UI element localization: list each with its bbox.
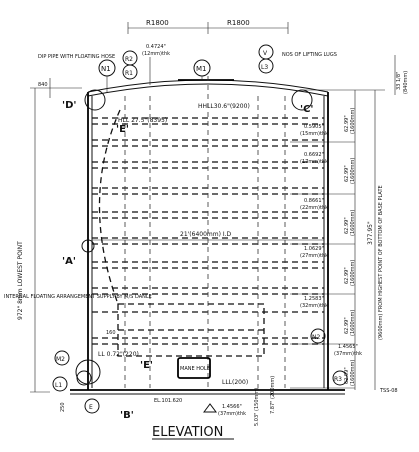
top-radius-dimension: R1800 R1800	[127, 19, 289, 34]
nozzle-r3: R3	[332, 370, 348, 386]
dip-pipe-note: DIP PIPE WITH FLOATING HOSE	[38, 54, 115, 60]
highest-point-label: (9600mm) FROM HIGHEST POINT OF BOTTOM OF…	[378, 185, 384, 340]
drawing-title: ELEVATION	[152, 425, 234, 440]
nozzle-l1: L1	[52, 376, 68, 392]
section-b: 'B'	[120, 410, 134, 421]
dim-503: 5.03" (150mm)	[254, 388, 260, 426]
course6-height-mm: (1600mm)	[350, 360, 356, 386]
hhll-label: HHLL30.6"(9200)	[198, 103, 250, 110]
vertical-axes	[124, 76, 286, 388]
title-text: ELEVATION	[152, 425, 223, 440]
section-e-bottom: 'E'	[140, 360, 153, 371]
section-e-top: 'E'	[116, 124, 129, 135]
svg-text:R2: R2	[125, 56, 133, 63]
course4-thickness-mm: (27mm)thk	[300, 253, 328, 259]
nozzle-n1: N1	[98, 59, 116, 92]
radius-right-label: R1800	[227, 19, 250, 27]
lowest-point-label: 972" 8mm LOWEST POINT	[17, 241, 24, 320]
nozzle-n2: N2	[310, 328, 326, 344]
course2-thickness-mm: (17mm)thk	[300, 159, 328, 165]
bottom-thickness: 1.4566"	[222, 404, 242, 410]
floating-roof-note: INTERNAL FLOATING ARRANGEMENT SUPPLY BY …	[4, 294, 152, 300]
nozzle-e: E	[84, 398, 100, 414]
nozzle-m2: M2	[54, 350, 70, 366]
roof-height-mm-label: (840mm)	[403, 71, 409, 94]
roof-plate-annotation: 0.4724" (12mm)thk	[142, 44, 170, 85]
course5-height-mm: (1600mm)	[350, 310, 356, 336]
svg-text:R1: R1	[125, 70, 133, 77]
liquid-levels: HHLL30.6"(9200) HLL 27.5"(8395) LL 0.72"…	[98, 103, 250, 386]
nozzle-r1: R1	[122, 64, 138, 80]
dim-160: 160	[106, 330, 116, 336]
base-label: TSS-08	[379, 388, 398, 394]
inner-diameter-label: 21'(6400mm) I.D	[180, 231, 232, 238]
course2-height-mm: (1600mm)	[350, 158, 356, 184]
ll-label: LL 0.72"(220)	[98, 351, 139, 358]
nozzles: N1 M1 R2 R1 V L3 N2 M2	[52, 44, 348, 414]
svg-text:E: E	[89, 404, 93, 411]
roof-thickness-mm: (12mm)thk	[142, 51, 170, 57]
dim-787: 7.87" (200mm)	[270, 376, 276, 414]
section-marks: 'D' 'C' 'E' 'A' 'E' 'B'	[62, 100, 313, 421]
nozzle-m1: M1	[193, 59, 211, 80]
course1-height-mm: (1600mm)	[350, 108, 356, 134]
dim-250: 250	[60, 402, 66, 412]
course6-thickness: 1.4565"	[338, 344, 358, 350]
manhole-label: MANE HOLE	[180, 366, 210, 372]
nozzle-r2: R2	[122, 50, 138, 66]
course5-thickness-mm: (32mm)thk	[300, 303, 328, 309]
course3-thickness: 0.8661"	[304, 198, 324, 204]
section-d: 'D'	[62, 100, 76, 111]
course3-height: 62.99"	[344, 217, 350, 234]
course1-thickness: 0.5905"	[304, 124, 324, 130]
course5-thickness: 1.2583"	[304, 296, 324, 302]
svg-text:L3: L3	[261, 64, 268, 71]
el-mark: EL.101.620	[154, 398, 182, 404]
roof-height-label: 33 1/8"	[396, 72, 402, 90]
course2-height: 62.99"	[344, 165, 350, 182]
svg-text:N1: N1	[101, 65, 111, 73]
roof-openings	[75, 89, 313, 386]
course1-height: 62.99"	[344, 115, 350, 132]
left-top-dim-label: 840	[38, 82, 48, 88]
notes: DIP PIPE WITH FLOATING HOSE NOS OF LIFTI…	[4, 52, 398, 426]
svg-text:M2: M2	[56, 356, 65, 363]
course3-height-mm: (1600mm)	[350, 210, 356, 236]
svg-text:R3: R3	[334, 376, 342, 383]
course4-height-mm: (1600mm)	[350, 260, 356, 286]
radius-left-label: R1800	[146, 19, 169, 27]
inner-diameter-dimension: 21'(6400mm) I.D	[92, 231, 324, 241]
hll-label: HLL 27.5"(8395)	[118, 117, 167, 124]
course3-thickness-mm: (22mm)thk	[300, 205, 328, 211]
section-c: 'C'	[300, 104, 313, 115]
course-annotations: 0.5905" (15mm)thk 62.99" (1600mm) 0.6692…	[300, 108, 362, 386]
svg-text:L1: L1	[55, 382, 62, 389]
highest-point-in-label: 377.95"	[367, 221, 374, 245]
svg-text:N2: N2	[312, 334, 320, 341]
internal-floating-roof	[98, 109, 265, 357]
nozzle-v: V	[258, 44, 274, 60]
left-height-dimension: 972" 8mm LOWEST POINT 840	[17, 78, 82, 393]
manhole: MANE HOLE	[177, 357, 211, 379]
roof-thickness: 0.4724"	[146, 44, 166, 50]
lll-label: LLL(200)	[222, 379, 248, 386]
right-height-dimension: 33 1/8" (840mm) 377.95" (9600mm) FROM HI…	[300, 55, 409, 390]
lifting-lugs-note: NOS OF LIFTING LUGS	[282, 52, 337, 58]
course4-thickness: 1.0629"	[304, 246, 324, 252]
bottom-thickness-mm: (37mm)thk	[218, 411, 246, 417]
nozzle-l3: L3	[258, 58, 274, 74]
section-a: 'A'	[62, 256, 76, 267]
svg-text:M1: M1	[196, 65, 207, 73]
course5-height: 62.99"	[344, 317, 350, 334]
course2-thickness: 0.6692"	[304, 152, 324, 158]
svg-text:V: V	[263, 50, 268, 57]
course6-thickness-mm: (37mm)thk	[334, 351, 362, 357]
course1-thickness-mm: (15mm)thk	[300, 131, 328, 137]
course4-height: 62.99"	[344, 267, 350, 284]
